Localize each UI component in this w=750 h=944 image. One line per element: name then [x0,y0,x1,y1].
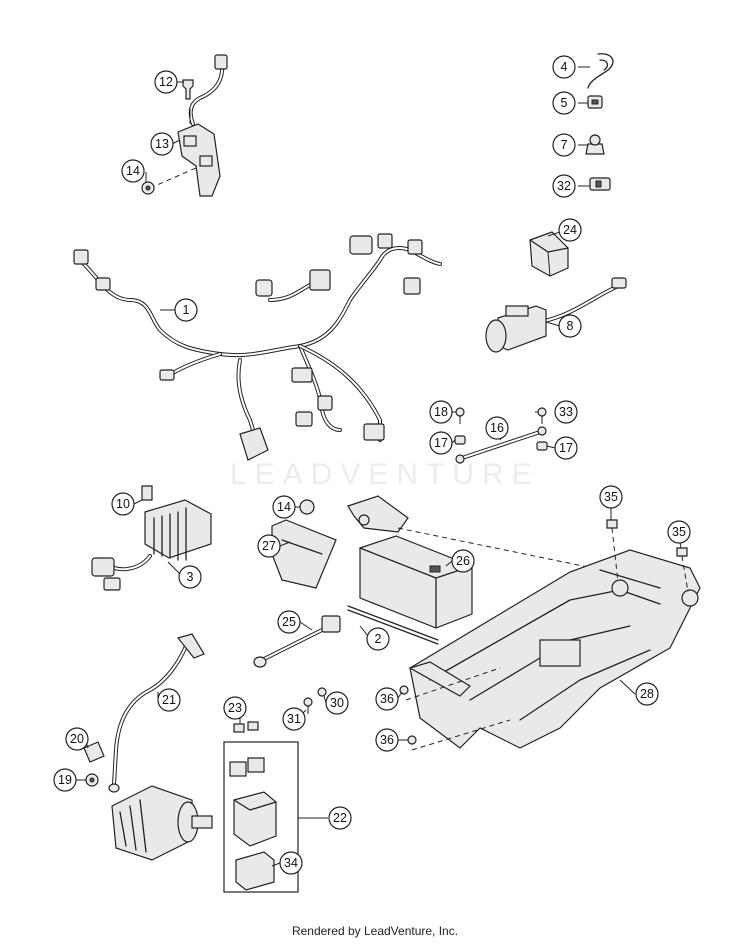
svg-text:24: 24 [563,223,577,237]
svg-text:28: 28 [640,687,654,701]
svg-text:25: 25 [282,615,296,629]
callout-7: 7 [552,133,576,157]
callout-18: 18 [429,400,453,424]
svg-text:22: 22 [333,811,347,825]
svg-text:26: 26 [456,554,470,568]
callout-34: 34 [279,851,303,875]
callout-30: 30 [325,691,349,715]
callout-5: 5 [552,91,576,115]
callout-4: 4 [552,55,576,79]
callout-36-bottom: 36 [375,728,399,752]
svg-text:18: 18 [434,405,448,419]
battery-strap [347,605,439,645]
callout-17-left: 17 [429,431,453,455]
svg-text:21: 21 [162,693,176,707]
callout-33: 33 [554,400,578,424]
callout-3: 3 [178,565,202,589]
svg-text:27: 27 [262,539,276,553]
svg-text:8: 8 [567,319,574,333]
svg-text:3: 3 [187,570,194,584]
svg-text:1: 1 [183,303,190,317]
callout-10: 10 [111,492,135,516]
watermark: LEADVENTURE [230,458,540,491]
svg-text:23: 23 [228,701,242,715]
callout-32: 32 [552,174,576,198]
callout-25: 25 [277,610,301,634]
battery-cable [253,615,341,668]
svg-text:5: 5 [561,96,568,110]
svg-text:13: 13 [155,137,169,151]
callout-21: 21 [157,688,181,712]
svg-text:32: 32 [557,179,571,193]
sensor-bracket-assembly [141,54,228,197]
svg-text:16: 16 [490,421,504,435]
callout-2: 2 [366,627,390,651]
svg-text:4: 4 [561,60,568,74]
small-parts-group [585,53,614,191]
svg-text:30: 30 [330,696,344,710]
voltage-regulator [91,485,212,591]
svg-text:10: 10 [116,497,130,511]
callout-26: 26 [451,549,475,573]
svg-text:19: 19 [58,773,72,787]
starter-motor [111,785,213,861]
callout-23: 23 [223,696,247,720]
callout-31: 31 [282,707,306,731]
svg-text:36: 36 [380,733,394,747]
svg-text:35: 35 [604,490,618,504]
relay-cylinder [485,277,627,353]
svg-text:17: 17 [434,436,448,450]
callout-1: 1 [174,298,198,322]
svg-text:20: 20 [70,732,84,746]
callout-14-top: 14 [121,159,145,183]
callout-36-top: 36 [375,687,399,711]
electronics-tray [399,519,701,751]
relay-kit-box [223,741,328,893]
callout-35-right: 35 [667,520,691,544]
ecu-bracket [271,495,409,589]
small-screws [303,687,327,714]
svg-text:2: 2 [375,632,382,646]
callout-12: 12 [154,70,178,94]
svg-text:31: 31 [287,712,301,726]
svg-text:7: 7 [561,138,568,152]
ground-cable [108,633,205,793]
svg-text:35: 35 [672,525,686,539]
callout-8: 8 [558,314,582,338]
svg-text:14: 14 [126,164,140,178]
svg-text:14: 14 [277,500,291,514]
callout-35-left: 35 [599,485,623,509]
callout-22: 22 [328,806,352,830]
callout-20: 20 [65,727,89,751]
battery [359,527,691,629]
callout-28: 28 [635,682,659,706]
callout-19: 19 [53,768,77,792]
svg-text:33: 33 [559,405,573,419]
callout-17-right: 17 [554,436,578,460]
callout-24: 24 [558,218,582,242]
callout-13: 13 [150,132,174,156]
svg-text:34: 34 [284,856,298,870]
terminal-cap-nut [83,741,105,787]
callout-16: 16 [485,416,509,440]
fuses [233,721,259,733]
footer-credit: Rendered by LeadVenture, Inc. [291,924,459,938]
callout-27: 27 [257,534,281,558]
svg-text:12: 12 [159,75,173,89]
callout-14-mid: 14 [272,495,296,519]
svg-text:36: 36 [380,692,394,706]
cover-part [529,231,569,277]
main-wiring-harness [73,233,442,461]
svg-text:17: 17 [559,441,573,455]
